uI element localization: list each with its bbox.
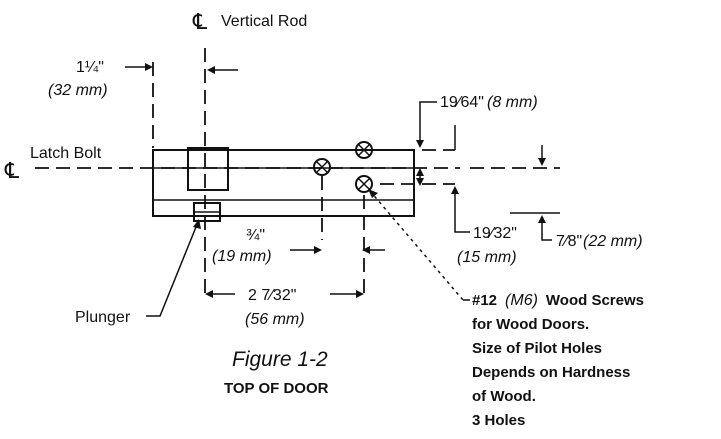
latch-bolt-centerline-symbol: ℄ xyxy=(4,159,20,184)
screw-leader-arrowhead xyxy=(368,189,378,198)
dim-top-left-right-arrowhead xyxy=(207,66,215,74)
dim-far-right-metric: (22 mm) xyxy=(583,233,643,250)
dim-top-left: 1¼" (32 mm) xyxy=(48,59,238,148)
screw-hole-top-right xyxy=(355,141,373,159)
plunger-leader xyxy=(146,226,197,317)
dim-far-right: 7⁄8" (22 mm) xyxy=(510,145,643,250)
dim-lower-right-imperial: 19⁄32" xyxy=(473,225,517,242)
plunger-label: Plunger xyxy=(75,309,131,326)
figure-caption: Figure 1-2 xyxy=(232,348,328,371)
screw-note-line-1: #12 (M6) Wood Screws xyxy=(472,292,644,309)
dim-bottom-metric: (56 mm) xyxy=(245,311,305,328)
plunger-callout: Plunger xyxy=(75,219,201,326)
screw-note-line-5: of Wood. xyxy=(472,388,536,405)
vertical-rod-label: Vertical Rod xyxy=(221,13,307,30)
screw-note-type: Wood Screws xyxy=(546,292,644,309)
screw-holes xyxy=(313,141,373,193)
dim-far-right-imperial: 7⁄8" xyxy=(556,233,582,250)
lock-body-outline xyxy=(152,149,415,217)
dim-lower-right: 19⁄32" (15 mm) xyxy=(416,168,517,266)
screw-note-line-6: 3 Holes xyxy=(472,412,525,429)
dim-top-right-arrowhead xyxy=(416,140,424,148)
dim-lower-right-leader xyxy=(454,225,470,233)
dim-lower-right-metric: (15 mm) xyxy=(457,249,517,266)
dim-center-arrowhead xyxy=(314,246,322,254)
dim-bottom-right-top-arrowhead xyxy=(362,246,370,254)
dim-bottom-imperial: 2 7⁄32" xyxy=(248,287,296,304)
dim-top-right: 19⁄64" (8 mm) xyxy=(416,94,538,150)
screw-leader-dotted xyxy=(369,190,464,301)
vertical-rod-block xyxy=(187,147,229,191)
screw-hole-center xyxy=(313,158,331,176)
dim-far-right-leader xyxy=(541,223,552,241)
screw-note-size: #12 xyxy=(472,292,497,309)
dim-top-left-metric: (32 mm) xyxy=(48,82,108,99)
screw-note-line-3: Size of Pilot Holes xyxy=(472,340,602,357)
figure-subtitle: TOP OF DOOR xyxy=(224,380,329,397)
dim-top-right-leader xyxy=(419,101,437,142)
dim-center-metric: (19 mm) xyxy=(212,248,272,265)
dim-top-left-imperial: 1¼" xyxy=(76,59,104,76)
dim-far-right-top-arrowhead xyxy=(538,158,546,166)
vertical-rod-centerline-symbol: ℄ xyxy=(192,10,208,35)
center-lines xyxy=(35,48,560,295)
latch-bolt-label: Latch Bolt xyxy=(30,145,102,162)
plunger-arrowhead xyxy=(193,219,201,229)
dim-top-right-imperial: 19⁄64" xyxy=(440,94,484,111)
dim-center: ¾" (19 mm) xyxy=(212,176,323,265)
dim-bottom: 2 7⁄32" (56 mm) xyxy=(205,195,385,328)
screw-note-metric: (M6) xyxy=(505,292,538,309)
dim-lower-right-mid-arrowhead xyxy=(416,178,424,186)
lock-body xyxy=(152,147,415,222)
dim-lower-right-arrowhead xyxy=(451,186,459,194)
dim-far-right-bottom-arrowhead xyxy=(538,215,546,223)
screw-hole-bottom-right xyxy=(355,175,373,193)
screw-note-line-4: Depends on Hardness xyxy=(472,364,630,381)
dim-top-right-metric: (8 mm) xyxy=(487,94,538,111)
dim-lower-right-top-arrowhead xyxy=(416,168,424,176)
dim-center-imperial: ¾" xyxy=(246,227,265,244)
dim-top-left-arrowhead xyxy=(145,63,153,71)
screw-callout: #12 (M6) Wood Screws for Wood Doors. Siz… xyxy=(368,189,644,429)
screw-note-line-2: for Wood Doors. xyxy=(472,316,589,333)
dim-bottom-left-arrowhead xyxy=(205,290,213,298)
dim-bottom-right-arrowhead xyxy=(356,290,364,298)
